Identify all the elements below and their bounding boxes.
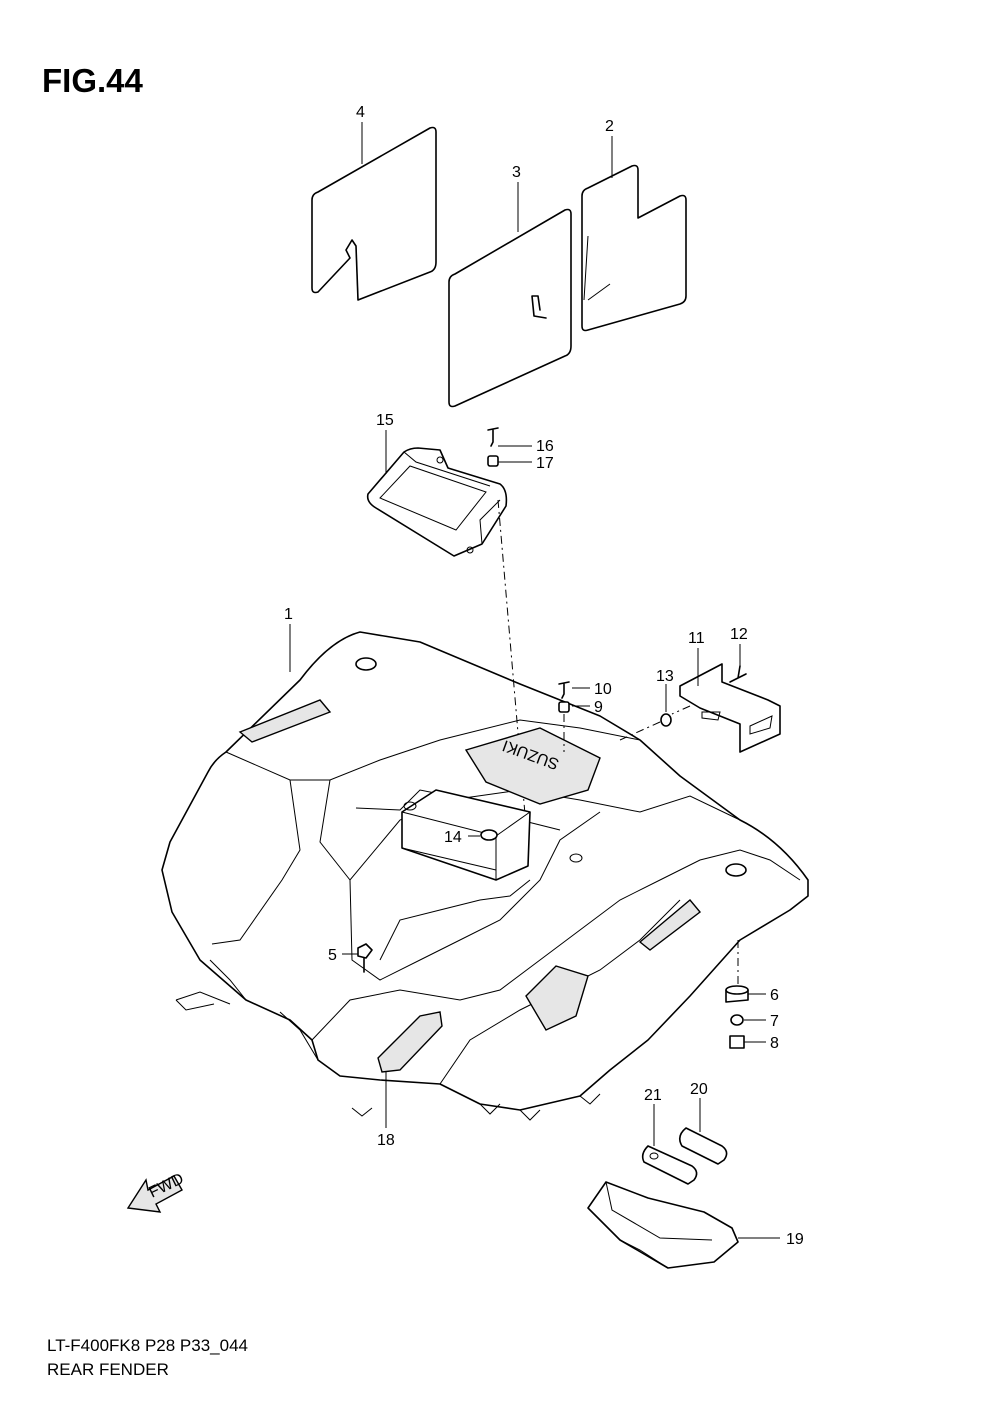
leader-lines [289, 122, 780, 1239]
callout-5: 5 [328, 947, 337, 964]
screw-part-10[interactable] [558, 681, 570, 699]
holder-tray-part-15[interactable] [366, 447, 508, 557]
emblem-part-18[interactable] [377, 1011, 443, 1073]
decal-part-2[interactable] [581, 164, 687, 332]
screw-part-16[interactable] [487, 427, 499, 447]
callout-7: 7 [770, 1013, 779, 1030]
decal-part-4[interactable] [311, 126, 437, 301]
callout-14: 14 [444, 829, 462, 846]
bracket-part-11[interactable] [679, 663, 781, 753]
grommet-part-14[interactable] [480, 829, 498, 841]
callout-4: 4 [356, 104, 365, 121]
washer-part-13[interactable] [660, 713, 672, 727]
bolt-part-8[interactable] [729, 1035, 745, 1049]
callout-21: 21 [644, 1087, 662, 1104]
callout-2: 2 [605, 118, 614, 135]
fwd-direction-arrow: FWD [126, 1170, 187, 1213]
decal-part-3[interactable] [448, 208, 572, 408]
callout-18: 18 [377, 1132, 395, 1149]
callout-3: 3 [512, 164, 521, 181]
callout-13: 13 [656, 668, 674, 685]
callout-17: 17 [536, 455, 554, 472]
screw-part-12[interactable] [729, 665, 747, 683]
collar-part-7[interactable] [730, 1014, 744, 1026]
callout-9: 9 [594, 699, 603, 716]
tool-pin-part-21[interactable] [641, 1145, 698, 1185]
callout-1: 1 [284, 606, 293, 623]
bolt-part-5[interactable] [357, 943, 373, 973]
callout-11: 11 [688, 630, 705, 647]
nut-part-17[interactable] [487, 455, 499, 467]
callout-8: 8 [770, 1035, 779, 1052]
callout-19: 19 [786, 1231, 804, 1248]
callout-6: 6 [770, 987, 779, 1004]
figure-title: FIG.44 [42, 62, 143, 99]
figure-name-label: REAR FENDER [47, 1360, 169, 1379]
rear-fender-part-1[interactable] [161, 631, 809, 1121]
callout-15: 15 [376, 412, 394, 429]
callout-numbers: 4 2 3 15 16 17 1 10 9 11 12 13 14 5 6 7 … [284, 104, 804, 1248]
callout-12: 12 [730, 626, 748, 643]
nut-part-9[interactable] [558, 701, 570, 713]
callout-20: 20 [690, 1081, 708, 1098]
tool-pin-part-20[interactable] [678, 1127, 728, 1165]
model-code-label: LT-F400FK8 P28 P33_044 [47, 1336, 248, 1355]
callout-10: 10 [594, 681, 612, 698]
tool-bag-part-19[interactable] [587, 1181, 739, 1269]
grommet-part-6[interactable] [725, 985, 749, 1003]
callout-16: 16 [536, 438, 554, 455]
